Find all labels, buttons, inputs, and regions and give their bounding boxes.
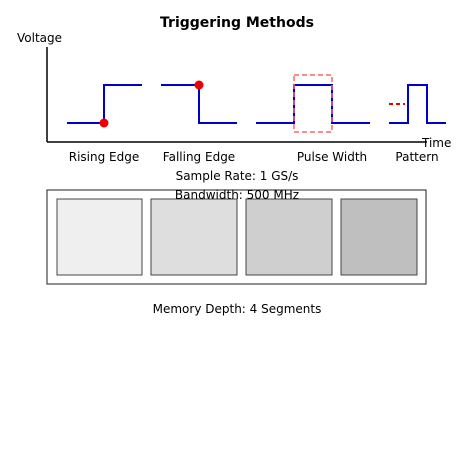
bandwidth-text: Bandwidth: 500 MHz — [174, 188, 300, 202]
diagram-title: Triggering Methods — [160, 15, 314, 31]
falling-edge-trigger-point — [194, 80, 204, 90]
memory-segment-1 — [56, 198, 143, 276]
time-axis-label: Time — [422, 136, 452, 150]
pulse-width-waveform — [256, 84, 370, 124]
method-label-falling-edge: Falling Edge — [162, 150, 236, 164]
memory-segment-2 — [150, 198, 238, 276]
pattern-waveform — [389, 84, 446, 124]
method-label-pulse-width: Pulse Width — [296, 150, 368, 164]
falling-edge-waveform — [161, 84, 237, 124]
method-label-rising-edge: Rising Edge — [68, 150, 140, 164]
memory-depth-text: Memory Depth: 4 Segments — [152, 302, 322, 316]
memory-segment-4 — [340, 198, 418, 276]
sample-rate-text: Sample Rate: 1 GS/s — [175, 169, 299, 183]
rising-edge-waveform — [67, 84, 142, 124]
voltage-axis-label: Voltage — [17, 31, 63, 45]
rising-edge-trigger-point — [99, 118, 109, 128]
memory-segment-3 — [245, 198, 333, 276]
method-label-pattern: Pattern — [395, 150, 439, 164]
pulse-width-trigger-window — [293, 74, 333, 133]
